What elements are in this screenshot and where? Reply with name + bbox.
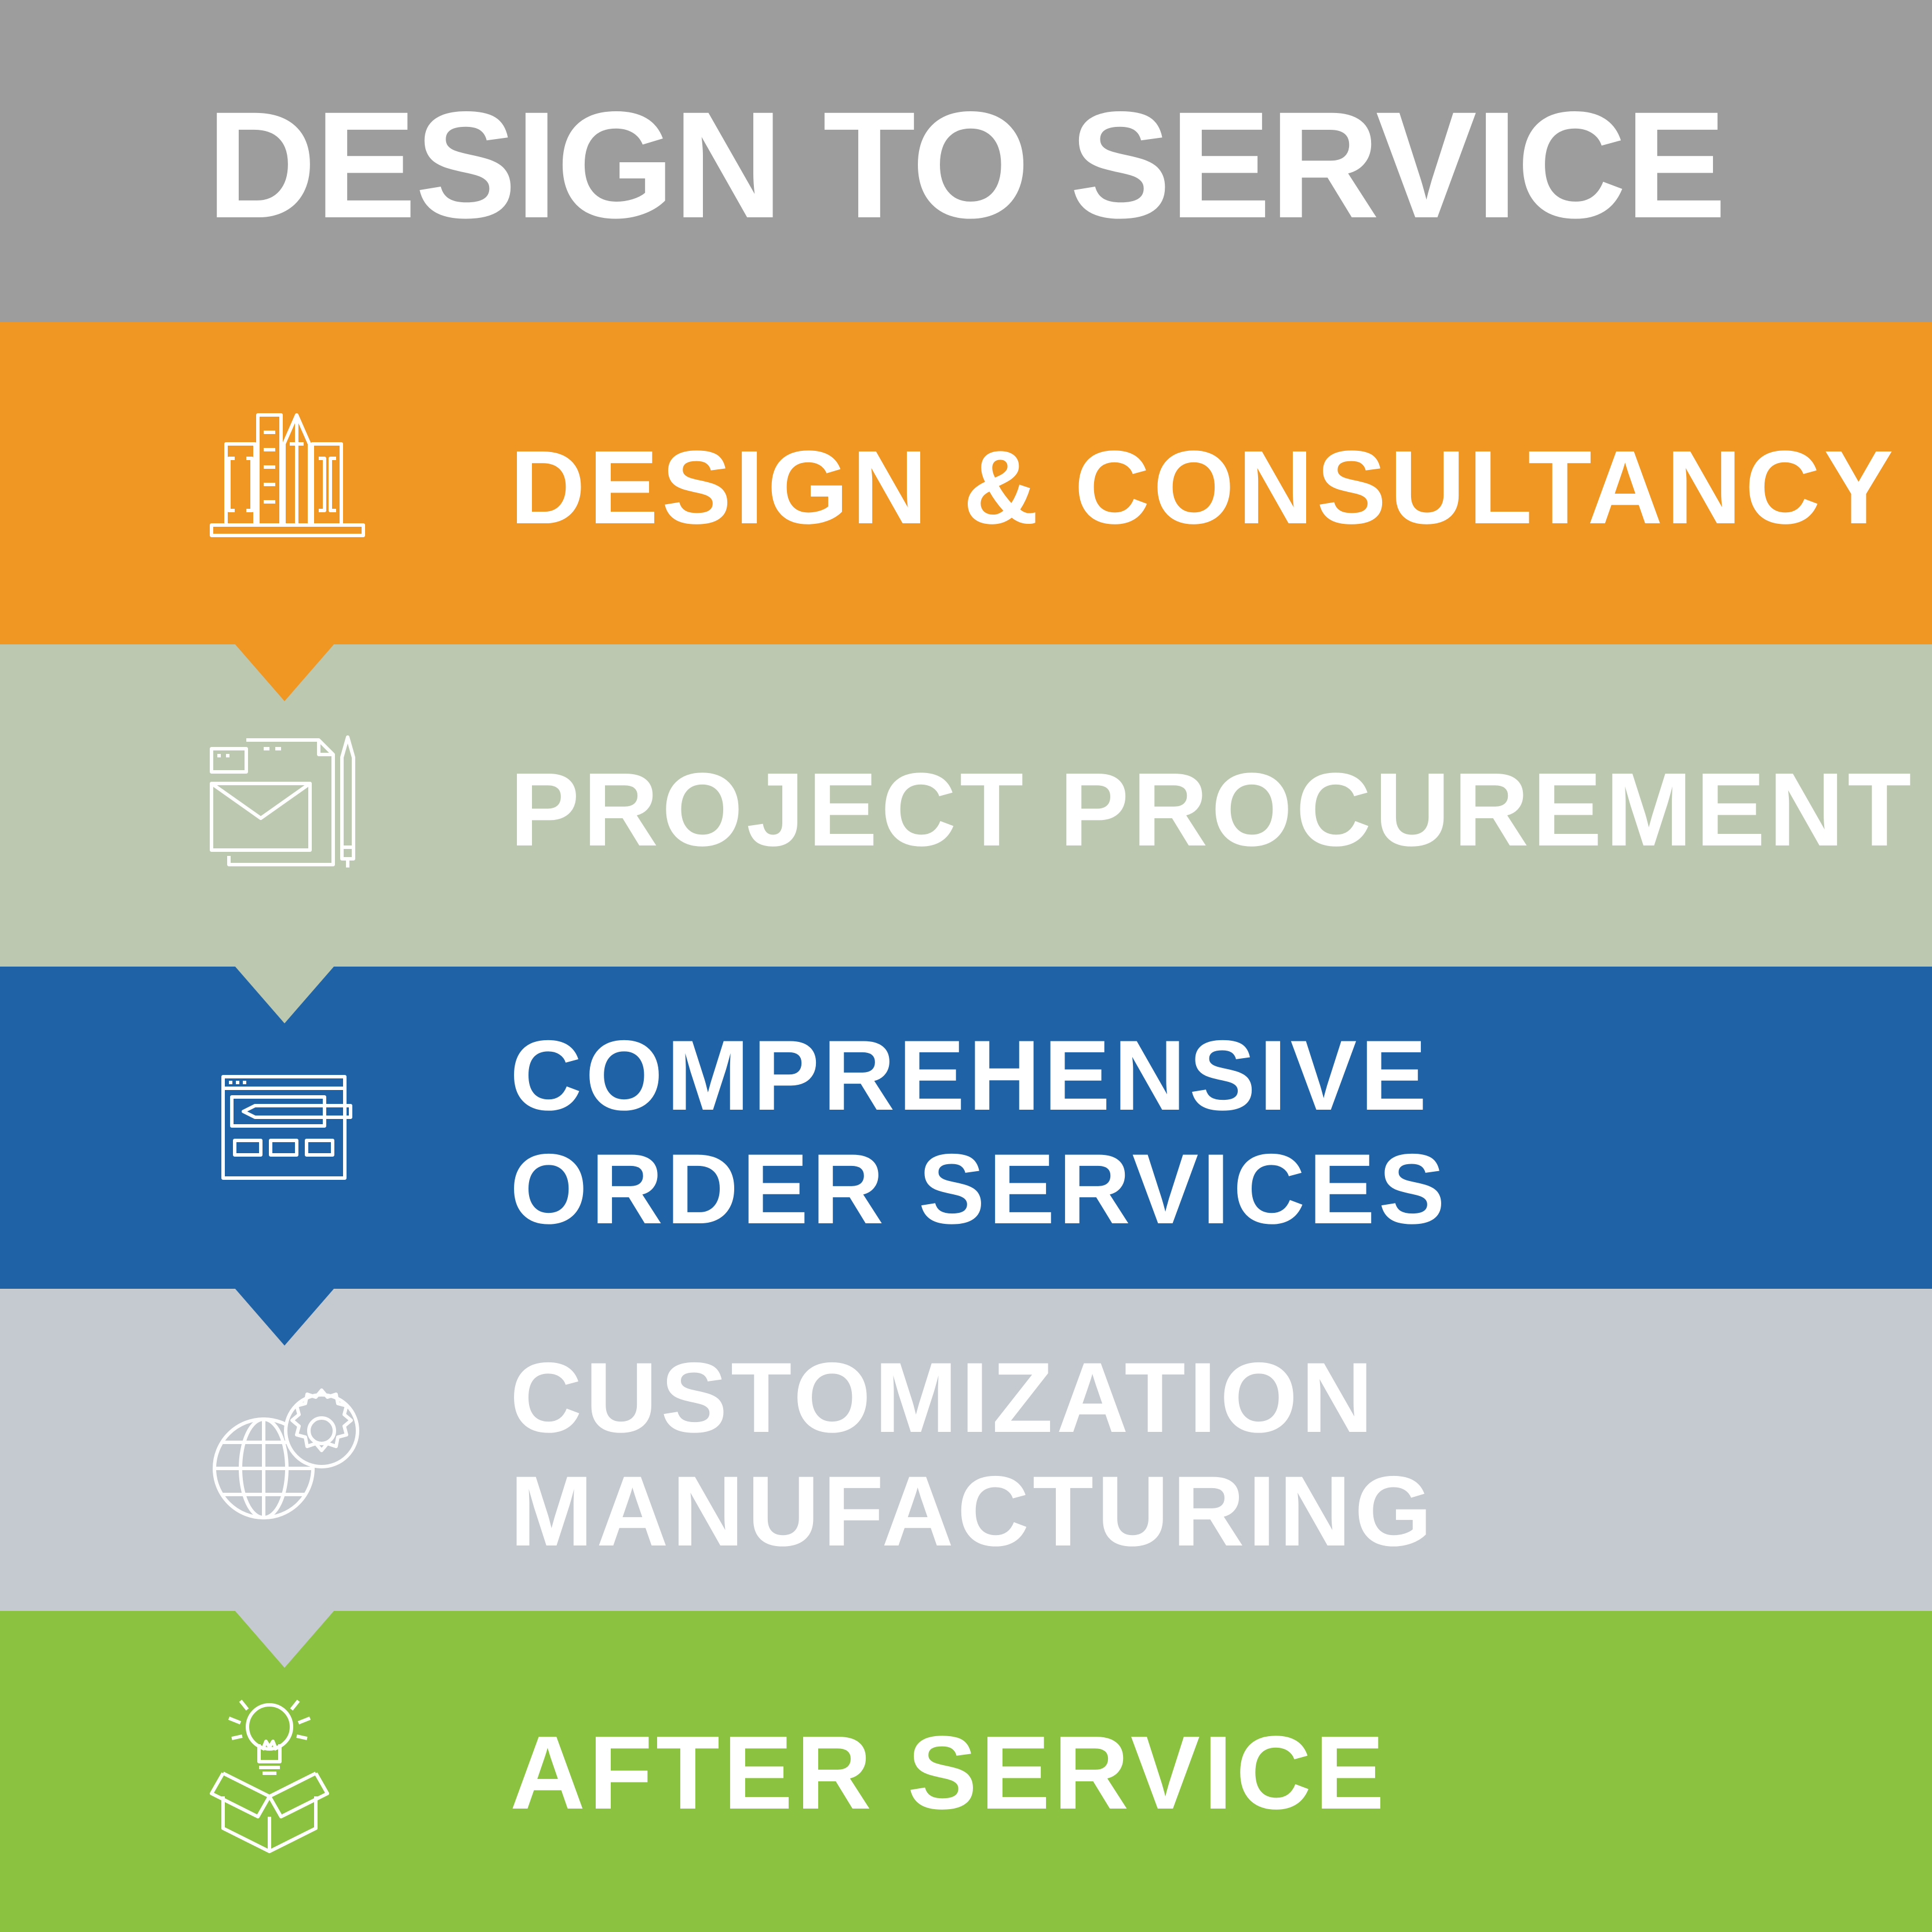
- browser-window-pencil-icon: [206, 1065, 374, 1233]
- step-label-manufacturing-line1: CUSTOMIZATION: [510, 1342, 1377, 1453]
- step-customization-manufacturing: CUSTOMIZATION MANUFACTURING: [0, 1289, 1932, 1611]
- step-label-order-line1: COMPREHENSIVE: [510, 1020, 1431, 1131]
- step-label-manufacturing-line2: MANUFACTURING: [510, 1456, 1436, 1567]
- step-comprehensive-order-services: COMPREHENSIVE ORDER SERVICES: [0, 967, 1932, 1289]
- page-title: DESIGN TO SERVICE: [206, 80, 1727, 250]
- envelope-documents-pencil-icon: [206, 731, 374, 899]
- globe-gear-icon: [206, 1370, 374, 1538]
- city-buildings-ruler-pencil-icon: [206, 403, 374, 571]
- step-label-design: DESIGN & CONSULTANCY: [510, 429, 1897, 546]
- step-after-service: AFTER SERVICE: [0, 1611, 1932, 1932]
- step-project-procurement: PROJECT PROCUREMENT: [0, 644, 1932, 967]
- step-label-procurement: PROJECT PROCUREMENT: [510, 752, 1915, 868]
- step-label-after: AFTER SERVICE: [510, 1715, 1388, 1831]
- step-design-consultancy: DESIGN & CONSULTANCY: [0, 322, 1932, 644]
- step-label-order-line2: ORDER SERVICES: [510, 1133, 1449, 1245]
- title-band: DESIGN TO SERVICE: [0, 0, 1932, 322]
- lightbulb-box-icon: [206, 1686, 374, 1854]
